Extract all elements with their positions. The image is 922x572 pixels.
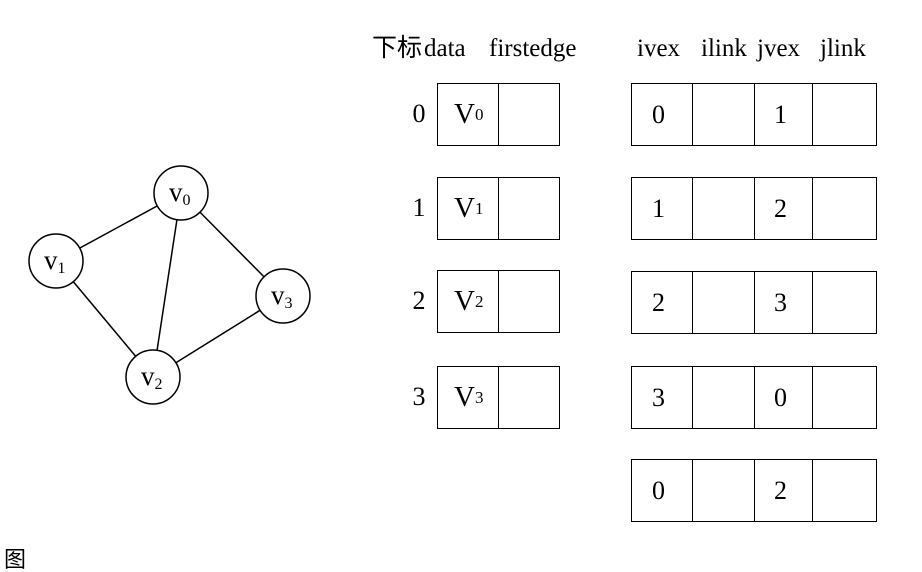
header-jlink: jlink [820, 35, 866, 62]
cell-divider [498, 271, 499, 332]
header-ilink: ilink [701, 35, 747, 62]
cell-divider [812, 178, 813, 239]
edge-ivex: 0 [652, 99, 665, 129]
edge-jlink [812, 460, 874, 521]
graph-node-circle [153, 165, 209, 221]
edge-ilink [692, 178, 754, 239]
vertex-firstedge [499, 367, 559, 428]
figure-caption: 图 [4, 547, 27, 572]
edge-jvex: 2 [774, 475, 787, 505]
graph-node-circle [28, 233, 84, 289]
graph-edge-v0-v2 [152, 192, 182, 378]
graph-node-circle [255, 268, 311, 324]
edge-jvex: 1 [774, 99, 787, 129]
cell-divider [812, 367, 813, 428]
header-ivex: ivex [637, 35, 681, 62]
vertex-index: 3 [412, 382, 426, 411]
vertex-index: 2 [412, 286, 426, 315]
edge-jvex: 3 [774, 287, 787, 317]
edge-ilink [692, 84, 754, 145]
header-jvex: jvex [757, 35, 801, 62]
graph-node-v3: v3 [255, 268, 311, 324]
graph-node-v2: v2 [125, 349, 181, 405]
edge-ivex: 0 [652, 475, 665, 505]
cell-divider [692, 460, 693, 521]
graph-node-v1: v1 [28, 233, 84, 289]
cell-divider [692, 84, 693, 145]
header-firstedge: firstedge [489, 35, 577, 62]
undirected-graph: v0 v1 v2 v3 [28, 165, 311, 405]
edge-jvex: 0 [774, 382, 787, 412]
edge-jvex: 2 [774, 193, 787, 223]
edge-ivex: 1 [652, 193, 665, 223]
cell-divider [754, 460, 755, 521]
vertex-firstedge [499, 271, 559, 332]
cell-divider [498, 84, 499, 145]
edge-jlink [812, 367, 874, 428]
edge-jlink [812, 84, 874, 145]
cell-divider [692, 367, 693, 428]
edge-ilink [692, 272, 754, 333]
vertex-firstedge [499, 84, 559, 145]
edge-ivex: 3 [652, 382, 665, 412]
vertex-firstedge [499, 178, 559, 239]
cell-divider [812, 84, 813, 145]
cell-divider [692, 178, 693, 239]
cell-divider [812, 272, 813, 333]
cell-divider [754, 272, 755, 333]
edge-ivex: 2 [652, 287, 665, 317]
vertex-index: 1 [412, 193, 426, 222]
cell-divider [498, 178, 499, 239]
edge-jlink [812, 178, 874, 239]
cell-divider [754, 367, 755, 428]
graph-node-v0: v0 [153, 165, 209, 221]
header-index: 下标 [372, 35, 423, 62]
edge-ilink [692, 367, 754, 428]
cell-divider [812, 460, 813, 521]
graph-node-circle [125, 349, 181, 405]
cell-divider [754, 178, 755, 239]
cell-divider [498, 367, 499, 428]
edge-jlink [812, 272, 874, 333]
cell-divider [692, 272, 693, 333]
edge-ilink [692, 460, 754, 521]
vertex-index: 0 [412, 99, 426, 128]
header-data: data [424, 35, 466, 62]
cell-divider [754, 84, 755, 145]
